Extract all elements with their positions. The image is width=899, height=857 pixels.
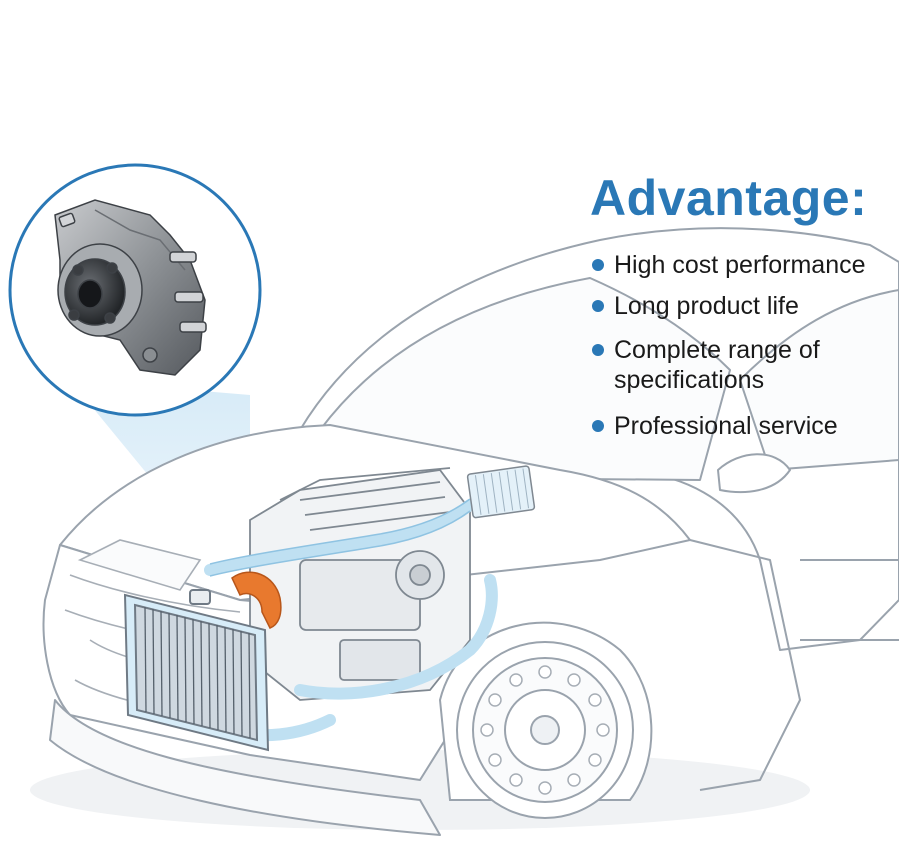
advantage-text: High cost performance <box>614 251 866 279</box>
advantage-list: High cost performance Long product life … <box>592 250 892 452</box>
advantage-text: Professional service <box>614 412 838 440</box>
list-item: Long product life <box>592 291 892 321</box>
water-pump-highlight <box>231 571 282 629</box>
heater-core <box>466 465 536 519</box>
bullet-icon <box>592 420 604 432</box>
advantage-text: Complete range of specifications <box>614 336 820 394</box>
radiator <box>123 589 270 752</box>
bullet-icon <box>592 344 604 356</box>
list-item: Complete range of specifications <box>592 335 892 395</box>
list-item: Professional service <box>592 411 892 441</box>
list-item: High cost performance <box>592 250 892 280</box>
headline: Advantage: <box>590 170 868 226</box>
bullet-icon <box>592 259 604 271</box>
pump-inset <box>8 163 262 417</box>
advantage-text: Long product life <box>614 292 799 320</box>
front-wheel <box>438 621 653 819</box>
bullet-icon <box>592 300 604 312</box>
